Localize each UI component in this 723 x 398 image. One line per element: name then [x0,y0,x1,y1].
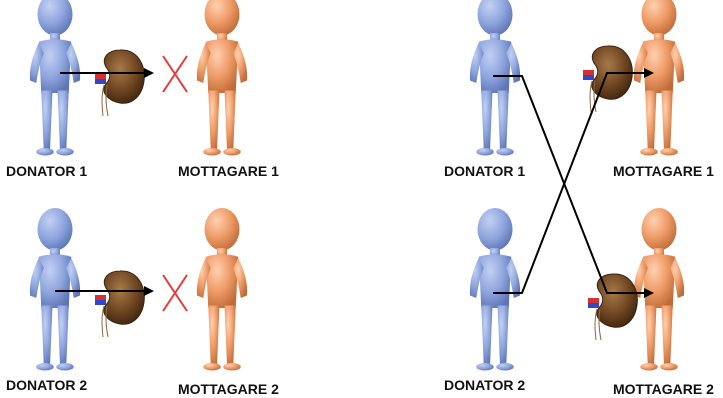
exchange-recipient-1-figure [634,0,684,156]
donor-1-figure [30,0,80,156]
recipient-2-figure [197,208,247,371]
exchange-donor-1-figure [470,0,520,156]
incompatible-mark-1 [163,56,187,92]
donor-2-figure [30,208,80,371]
donor-2-kidney [95,271,144,337]
recipient-1-figure [197,0,247,156]
incompatible-mark-2 [163,275,187,311]
recipient-1-label: MOTTAGARE 1 [178,163,279,179]
exchange-donor-2-label: DONATOR 2 [444,377,525,393]
exchange-kidney-top [583,46,632,112]
donor-1-kidney [95,50,144,116]
exchange-kidney-bottom [588,274,637,340]
donor-1-label: DONATOR 1 [6,163,87,179]
exchange-donor-1-label: DONATOR 1 [444,163,525,179]
exchange-recipient-2-figure [634,208,684,371]
panel-incompatible-pairs: DONATOR 1 MOTTAGARE 1 DONATOR 2 MOTTAGAR… [6,0,279,397]
exchange-recipient-1-label: MOTTAGARE 1 [613,163,714,179]
recipient-2-label: MOTTAGARE 2 [178,381,279,397]
exchange-donor-2-figure [470,208,520,371]
transfer-line-donor-2-to-recipient-1 [493,73,652,293]
exchange-recipient-2-label: MOTTAGARE 2 [613,381,714,397]
transfer-line-donor-1-to-recipient-2 [493,76,652,293]
panel-paired-exchange: DONATOR 1 MOTTAGARE 1 DONATOR 2 MOTTAGAR… [444,0,714,397]
donor-2-label: DONATOR 2 [6,377,87,393]
